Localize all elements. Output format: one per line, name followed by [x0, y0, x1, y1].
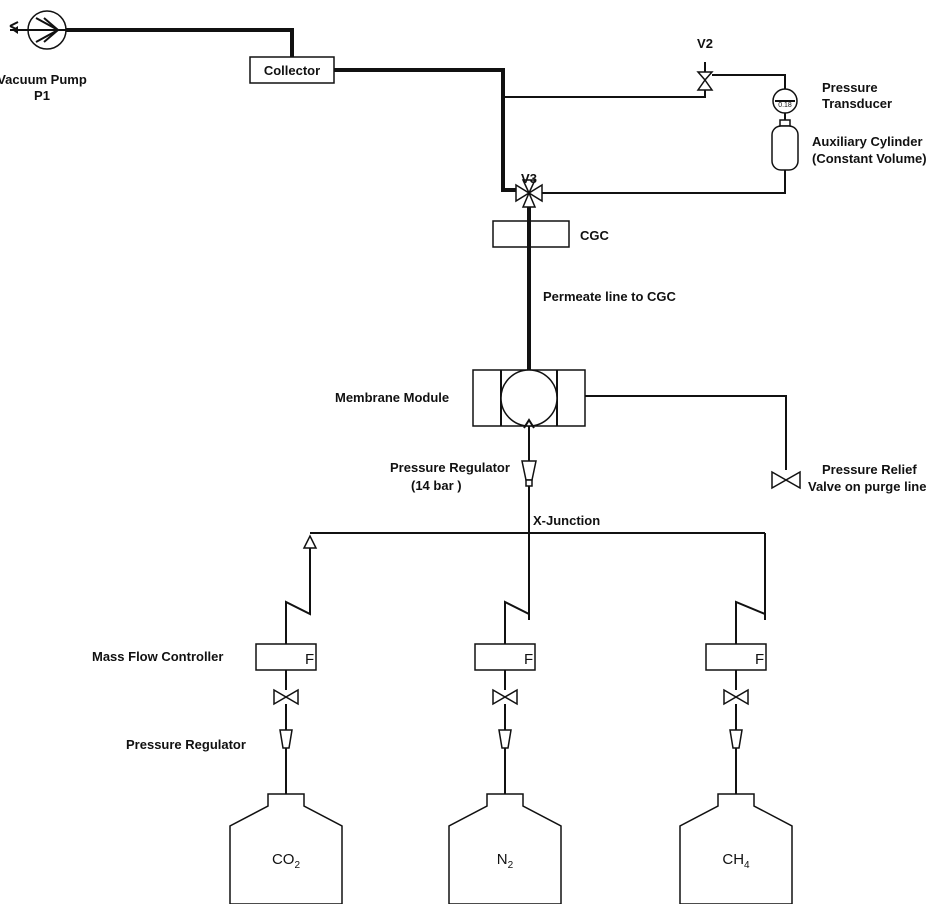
valve-icon: [723, 688, 749, 706]
gas-cylinder-icon: [448, 793, 562, 904]
main-pressure-regulator-label-1: Pressure Regulator: [390, 460, 510, 475]
vacuum-pump-icon: [9, 10, 67, 50]
gas-label-n2: N2: [497, 851, 514, 871]
gas-train-co2: F CO2: [229, 586, 343, 904]
mfc-mark: F: [305, 651, 314, 668]
pressure-relief-label-2: Valve on purge line: [808, 479, 926, 494]
cylinder-to-v3-line: [538, 170, 786, 194]
v2-valve-icon: [696, 62, 714, 91]
vacuum-pump-label: Vacuum Pump: [0, 72, 87, 87]
gas-train-ch4: F CH4: [679, 600, 793, 904]
v2-label: V2: [697, 36, 713, 51]
membrane-module-icon: [472, 369, 586, 427]
gas-cylinder-icon: [229, 793, 343, 904]
cgc-label: CGC: [580, 228, 610, 243]
mfc-inlet-zigzag: [735, 600, 766, 624]
purge-line: [585, 395, 787, 470]
mass-flow-controller-label: Mass Flow Controller: [92, 649, 223, 664]
mfc-inlet-zigzag: [504, 590, 530, 624]
vacuum-pump-id: P1: [34, 88, 50, 103]
valve-icon: [273, 688, 299, 706]
v2-to-transducer-line: [712, 74, 786, 89]
mfc-mark: F: [755, 651, 764, 668]
check-valve-icon: [302, 534, 318, 549]
membrane-module-label: Membrane Module: [335, 390, 449, 405]
pressure-transducer-icon: 0.18: [772, 88, 798, 114]
v3-label: V3: [521, 171, 537, 186]
pressure-regulator-icon: [498, 729, 512, 749]
mfc-mark: F: [524, 651, 533, 668]
x-junction-label: X-Junction: [533, 513, 600, 528]
aux-cylinder-label-1: Auxiliary Cylinder: [812, 134, 923, 149]
collector-box: [249, 56, 335, 84]
collector-label: Collector: [264, 63, 320, 78]
pump-line: [66, 28, 294, 57]
gas-label-co2: CO2: [272, 851, 301, 871]
mfc-inlet-zigzag: [285, 586, 311, 624]
main-pressure-regulator-icon: [521, 460, 537, 487]
pressure-regulator-icon: [279, 729, 293, 749]
aux-cylinder-label-2: (Constant Volume): [812, 151, 927, 166]
gas-train-n2: F N2: [448, 590, 562, 904]
main-pressure-regulator-label-2: (14 bar ): [411, 478, 462, 493]
pressure-relief-label-1: Pressure Relief: [822, 462, 917, 477]
pressure-regulator-label: Pressure Regulator: [126, 737, 246, 752]
pressure-transducer-label-2: Transducer: [822, 96, 892, 111]
valve-icon: [492, 688, 518, 706]
pressure-regulator-icon: [729, 729, 743, 749]
gas-label-ch4: CH4: [722, 851, 750, 871]
collector-line: [334, 68, 520, 192]
auxiliary-cylinder-icon: [771, 119, 799, 171]
transducer-readout: 0.18: [778, 102, 792, 109]
pressure-relief-valve-icon: [771, 470, 801, 490]
permeate-line-label: Permeate line to CGC: [543, 289, 677, 304]
gas-cylinder-icon: [679, 793, 793, 904]
pressure-transducer-label-1: Pressure: [822, 80, 878, 95]
